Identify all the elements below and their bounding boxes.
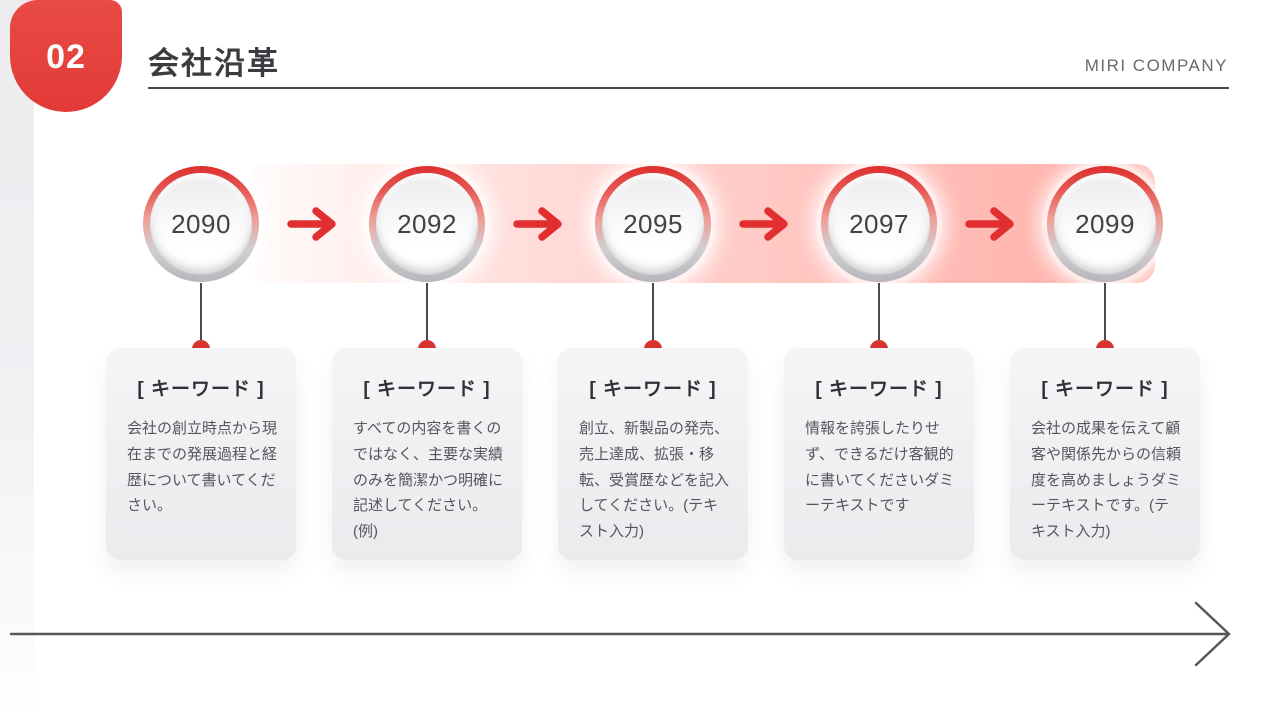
milestone-card: [ キーワード ] 創立、新製品の発売、売上達成、拡張・移転、受賞歴などを記入し… [558, 348, 748, 560]
connector-stem [652, 283, 654, 343]
year-circle: 2092 [369, 166, 485, 282]
year-circle: 2090 [143, 166, 259, 282]
arrow-right-icon [287, 207, 336, 241]
milestone-card: [ キーワード ] 会社の成果を伝えて顧客や関係先からの信頼度を高めましょうダミ… [1010, 348, 1200, 560]
year-circle: 2097 [821, 166, 937, 282]
arrow-right-icon [739, 207, 788, 241]
year-circle: 2095 [595, 166, 711, 282]
keyword-heading: [ キーワード ] [363, 379, 491, 400]
year-label: 2099 [1075, 208, 1135, 239]
milestone-description: 情報を誇張したりせず、できるだけ客観的に書いてくださいダミーテキストです [805, 420, 955, 515]
milestone-card: [ キーワード ] すべての内容を書くのではなく、主要な実績のみを簡潔かつ明確に… [332, 348, 522, 560]
title-underline [148, 87, 1229, 89]
year-circle: 2099 [1047, 166, 1163, 282]
page-edge-shading [0, 0, 34, 720]
keyword-heading: [ キーワード ] [815, 379, 943, 400]
milestone-card: [ キーワード ] 情報を誇張したりせず、できるだけ客観的に書いてくださいダミー… [784, 348, 974, 560]
year-label: 2097 [849, 208, 909, 239]
keyword-heading: [ キーワード ] [1041, 379, 1169, 400]
milestone-description: 創立、新製品の発売、売上達成、拡張・移転、受賞歴などを記入してください。(テキス… [579, 420, 730, 541]
connector-stem [200, 283, 202, 343]
milestone-description: すべての内容を書くのではなく、主要な実績のみを簡潔かつ明確に記述してください。(… [353, 420, 504, 541]
page-title: 会社沿革 [148, 46, 280, 81]
connector-stem [426, 283, 428, 343]
milestone-description: 会社の創立時点から現在までの発展過程と経歴について書いてください。 [127, 420, 278, 515]
long-arrow-right-icon [9, 601, 1231, 667]
keyword-heading: [ キーワード ] [589, 379, 717, 400]
year-label: 2092 [397, 208, 457, 239]
section-number: 02 [46, 37, 86, 76]
section-number-badge: 02 [10, 0, 122, 112]
year-label: 2090 [171, 208, 231, 239]
milestone-card: [ キーワード ] 会社の創立時点から現在までの発展過程と経歴について書いてくだ… [106, 348, 296, 560]
keyword-heading: [ キーワード ] [137, 379, 265, 400]
connector-stem [878, 283, 880, 343]
arrow-right-icon [513, 207, 562, 241]
connector-stem [1104, 283, 1106, 343]
milestone-description: 会社の成果を伝えて顧客や関係先からの信頼度を高めましょうダミーテキストです。(テ… [1031, 420, 1182, 541]
company-name: MIRI COMPANY [1084, 56, 1228, 75]
arrow-right-icon [965, 207, 1014, 241]
year-label: 2095 [623, 208, 683, 239]
